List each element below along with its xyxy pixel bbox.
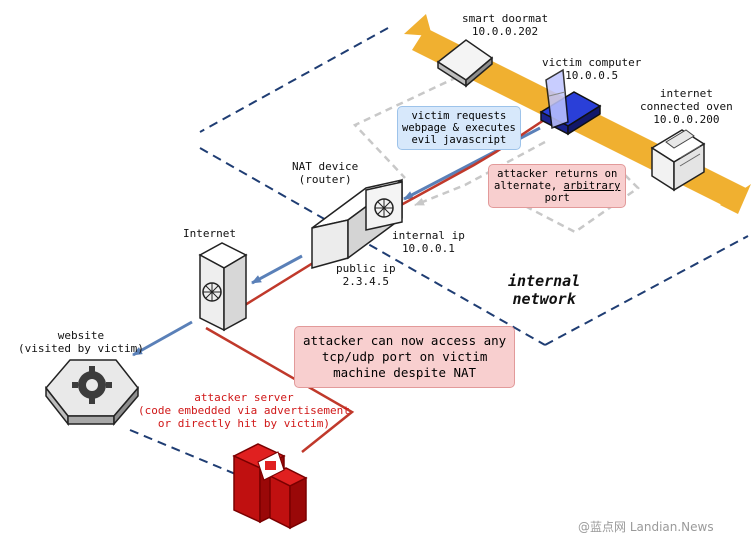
attacker-server-line3: or directly hit by victim) xyxy=(157,417,331,430)
oven-ip: 10.0.0.200 xyxy=(653,113,720,126)
attacker-server-icon xyxy=(232,443,308,530)
attacker-access-callout: attacker can now access any tcp/udp port… xyxy=(294,326,516,388)
public-ip-title: public ip xyxy=(336,262,396,275)
attacker-server-label: attacker server (code embedded via adver… xyxy=(138,391,350,430)
victim-computer-name: victim computer xyxy=(542,56,642,69)
attacker-returns-line1: attacker returns on xyxy=(497,168,618,180)
attacker-server-line1: attacker server xyxy=(194,391,294,404)
doormat-label: smart doormat 10.0.0.202 xyxy=(462,12,548,38)
attacker-returns-line2-prefix: alternate, xyxy=(494,180,564,192)
attacker-access-line3: machine despite NAT xyxy=(333,365,477,380)
attacker-access-line1: attacker can now access any xyxy=(303,333,507,348)
internal-ip-value: 10.0.0.1 xyxy=(401,242,455,255)
internal-network-line2: network xyxy=(512,290,576,308)
computer-icon xyxy=(539,68,602,136)
attacker-access-line2: tcp/udp port on victim xyxy=(321,349,488,364)
victim-requests-line3: evil javascript xyxy=(411,134,507,146)
internet-name: Internet xyxy=(183,227,236,240)
attacker-returns-callout: attacker returns on alternate, arbitrary… xyxy=(488,164,627,208)
nat-device-subtitle: (router) xyxy=(298,173,352,186)
website-subtitle: (visited by victim) xyxy=(18,342,144,355)
nat-device-label: NAT device (router) xyxy=(292,160,358,186)
website-gear-icon xyxy=(45,359,139,427)
lan-routes xyxy=(352,70,640,234)
victim-computer-label: victim computer 10.0.0.5 xyxy=(542,56,641,82)
victim-requests-line1: victim requests xyxy=(411,110,507,122)
public-ip-label: public ip 2.3.4.5 xyxy=(336,262,396,288)
attacker-returns-line2-underlined: arbitrary xyxy=(563,180,621,192)
oven-name-line1: internet xyxy=(659,87,713,100)
website-name: website xyxy=(57,329,105,342)
internal-network-line1: internal xyxy=(508,272,581,290)
website-label: website (visited by victim) xyxy=(18,329,144,355)
oven-icon xyxy=(650,129,706,192)
internal-network-boundary xyxy=(129,27,749,479)
watermark: @蓝点网 Landian.News xyxy=(578,520,714,534)
public-ip-value: 2.3.4.5 xyxy=(342,275,389,288)
attacker-server-line2: (code embedded via advertisement xyxy=(138,404,350,417)
oven-name-line2: connected oven xyxy=(640,100,733,113)
doormat-ip: 10.0.0.202 xyxy=(471,25,539,38)
nat-device-name: NAT device xyxy=(292,160,359,173)
internal-ip-title: internal ip xyxy=(392,229,465,242)
doormat-name: smart doormat xyxy=(462,12,549,25)
internal-ip-label: internal ip 10.0.0.1 xyxy=(392,229,465,255)
oven-label: internet connected oven 10.0.0.200 xyxy=(640,87,733,126)
victim-computer-ip: 10.0.0.5 xyxy=(565,69,619,82)
victim-requests-line2: webpage & executes xyxy=(402,122,516,134)
internet-server-icon xyxy=(198,242,248,332)
doormat-icon xyxy=(436,39,494,88)
attacker-returns-line3: port xyxy=(544,192,570,204)
internal-network-label: internal network xyxy=(508,272,580,308)
victim-requests-callout: victim requests webpage & executes evil … xyxy=(397,106,521,150)
internet-label: Internet xyxy=(183,227,236,240)
router-icon xyxy=(311,178,403,269)
